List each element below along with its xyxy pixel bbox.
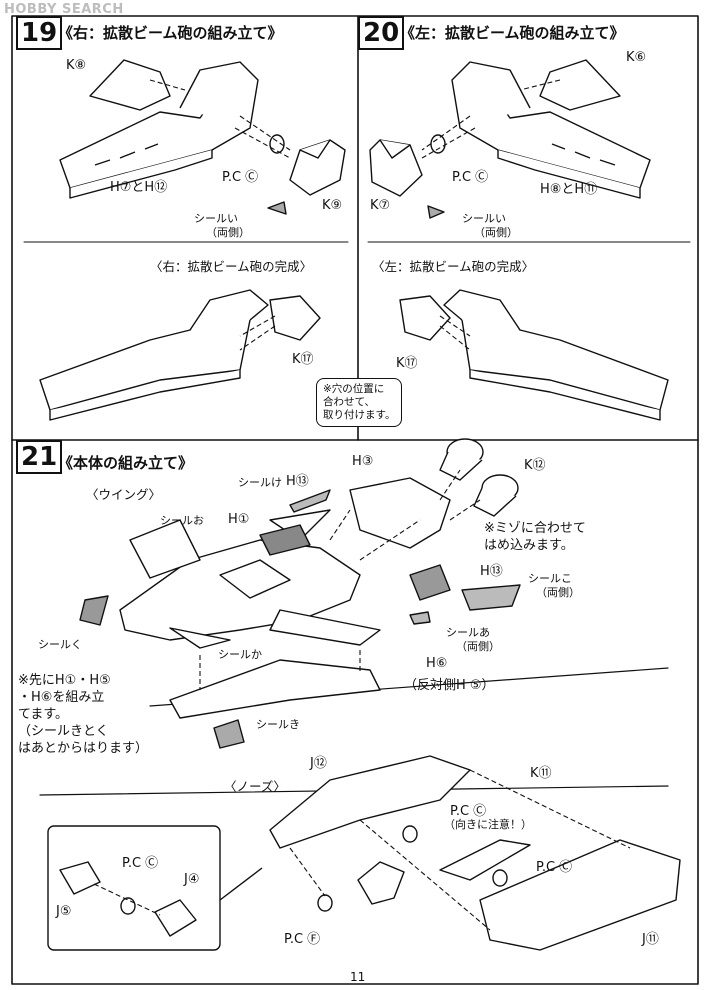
hole-note-line-3: 取り付けます。 bbox=[323, 409, 396, 421]
pc-f bbox=[317, 894, 333, 912]
groove-note: ※ミゾに合わせて はめ込みます。 bbox=[484, 520, 586, 554]
step20-seal-i bbox=[427, 205, 445, 219]
part-h3 bbox=[349, 477, 451, 549]
step20-label-k6: K⑥ bbox=[626, 50, 647, 65]
seal-ko bbox=[461, 584, 521, 611]
inset-label-pc: P.C Ⓒ bbox=[122, 856, 159, 871]
label-h6: H⑥ bbox=[426, 656, 448, 671]
hole-note-line-2: 合わせて、 bbox=[323, 396, 375, 408]
step20-label-k7: K⑦ bbox=[370, 198, 391, 213]
step19-label-seal: シールい bbox=[194, 212, 238, 225]
label-j12: J⑫ bbox=[310, 756, 327, 771]
inset-j4 bbox=[154, 899, 197, 937]
step20-label-seal: シールい bbox=[462, 212, 506, 225]
hole-note-line-1: ※穴の位置に bbox=[323, 383, 385, 395]
seal-a bbox=[409, 611, 431, 625]
pc-c-top bbox=[402, 825, 418, 843]
label-k11: K⑪ bbox=[530, 766, 552, 781]
label-pc-f: P.C Ⓕ bbox=[284, 932, 321, 947]
watermark: HOBBY SEARCH bbox=[4, 2, 124, 17]
step19-cap bbox=[289, 139, 346, 196]
label-j11: J⑪ bbox=[642, 932, 659, 947]
groove-note-line-2: はめ込みます。 bbox=[484, 538, 574, 553]
label-h1: H① bbox=[228, 512, 250, 527]
inset-label-j5: J⑤ bbox=[56, 904, 72, 919]
step20-complete-k17: K⑰ bbox=[396, 356, 418, 371]
label-h3: H③ bbox=[352, 454, 374, 469]
pre-assembly-note: ※先にH①・H⑤ ・H⑥を組み立 てます。 （シールきとく はあとからはります） bbox=[18, 672, 148, 757]
label-seal-ku: シールく bbox=[38, 638, 82, 651]
part-k11 bbox=[439, 839, 531, 881]
inset-pc-c bbox=[120, 897, 136, 915]
pre-note-line-1: ※先にH①・H⑤ bbox=[18, 673, 111, 688]
step19-number: 19 bbox=[16, 16, 63, 50]
label-seal-ka: シールか bbox=[218, 648, 262, 661]
step20-polycap bbox=[430, 134, 446, 154]
pc-c-right bbox=[492, 869, 508, 887]
pre-note-line-5: はあとからはります） bbox=[18, 741, 149, 756]
step19-label-h7h12: H⑦とH⑫ bbox=[110, 180, 168, 195]
label-seal-ko: シールこ bbox=[528, 572, 572, 585]
step19-complete-title: 〈右：拡散ビーム砲の完成〉 bbox=[150, 259, 313, 274]
label-seal-ke: シールけ bbox=[238, 476, 282, 489]
step19-label-pc: P.C Ⓒ bbox=[222, 170, 259, 185]
pre-note-line-4: （シールきとく bbox=[18, 724, 109, 739]
step19-label-k8: K⑧ bbox=[66, 58, 87, 73]
nose-upper-j12 bbox=[269, 755, 471, 849]
hole-note: ※穴の位置に 合わせて、 取り付けます。 bbox=[316, 378, 403, 427]
label-pc-c-top: P.C Ⓒ bbox=[450, 804, 487, 819]
step20-label-pc: P.C Ⓒ bbox=[452, 170, 489, 185]
label-seal-a-both: （両側） bbox=[456, 640, 500, 653]
step20-title: 《左：拡散ビーム砲の組み立て》 bbox=[400, 24, 625, 42]
label-seal-a: シールあ bbox=[446, 626, 490, 639]
label-h13-mid: H⑬ bbox=[480, 564, 503, 579]
nose-sensor-block bbox=[357, 861, 405, 905]
step19-label-k9: K⑨ bbox=[322, 198, 343, 213]
step20-cap bbox=[369, 139, 423, 197]
inset-label-j4: J④ bbox=[184, 872, 200, 887]
step20-cannon-body bbox=[451, 59, 651, 199]
seal-ku bbox=[79, 595, 109, 626]
main-wing-body bbox=[119, 509, 381, 649]
label-h13-top: H⑬ bbox=[286, 474, 309, 489]
wing-label: 〈ウイング〉 bbox=[86, 487, 162, 502]
step19-title: 《右：拡散ビーム砲の組み立て》 bbox=[58, 24, 283, 42]
step19-seal-i bbox=[267, 201, 287, 215]
nose-lower-j11 bbox=[479, 839, 681, 951]
label-seal-ki: シールき bbox=[256, 718, 300, 731]
label-pc-c-right: P.C Ⓒ bbox=[536, 860, 573, 875]
label-caution: （向きに注意！） bbox=[444, 818, 532, 831]
inset-j5 bbox=[59, 861, 101, 895]
page-frame bbox=[11, 15, 699, 985]
groove-note-line-1: ※ミゾに合わせて bbox=[484, 521, 586, 536]
label-seal-ko-both: （両側） bbox=[536, 586, 580, 599]
step19-label-both: （両側） bbox=[206, 226, 250, 239]
thruster-nozzles bbox=[439, 438, 519, 517]
step21-number: 21 bbox=[16, 440, 63, 474]
seal-ke-area bbox=[259, 524, 311, 556]
label-seal-o: シールお bbox=[160, 514, 204, 527]
label-k12: K⑫ bbox=[524, 458, 546, 473]
pre-note-line-3: てます。 bbox=[18, 707, 69, 722]
part-h13-top bbox=[289, 489, 331, 513]
step20-complete-title: 〈左：拡散ビーム砲の完成〉 bbox=[372, 259, 535, 274]
seal-ki bbox=[213, 719, 245, 749]
step19-complete-cannon bbox=[39, 289, 321, 421]
lower-fuselage-h6 bbox=[169, 659, 381, 719]
part-h13-mid bbox=[409, 564, 451, 601]
step20-complete-cannon bbox=[399, 289, 669, 421]
step19-cannon-body bbox=[59, 59, 259, 199]
step20-label-both: （両側） bbox=[474, 226, 518, 239]
step19-complete-k17: K⑰ bbox=[292, 352, 314, 367]
step21-title: 《本体の組み立て》 bbox=[58, 454, 194, 472]
label-h6-opposite: （反対側H ⑤） bbox=[404, 678, 495, 693]
nose-label: 〈ノーズ〉 bbox=[224, 779, 286, 794]
page-number: 11 bbox=[350, 970, 366, 984]
pre-note-line-2: ・H⑥を組み立 bbox=[18, 690, 105, 705]
step20-label-h8h11: H⑧とH⑪ bbox=[540, 182, 598, 197]
step20-number: 20 bbox=[358, 16, 405, 50]
